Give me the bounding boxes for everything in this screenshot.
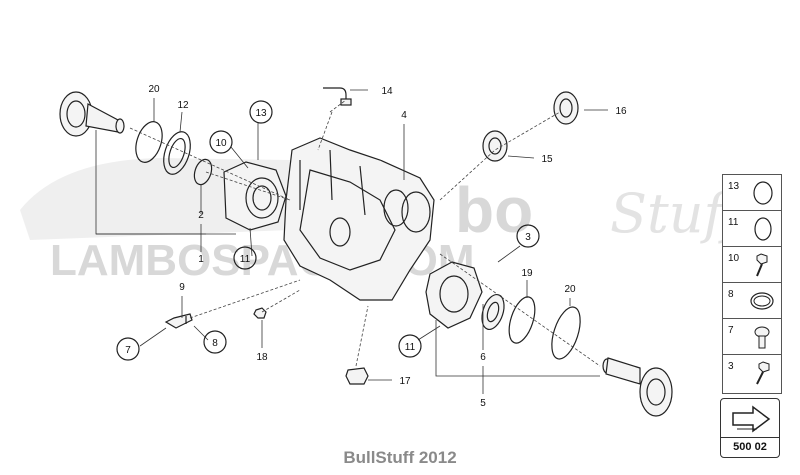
callout-1: 1 — [198, 254, 204, 265]
bolt-9 — [164, 313, 193, 329]
callout-12: 12 — [177, 100, 189, 111]
callout-10: 10 — [215, 138, 227, 149]
legend-label: 8 — [728, 289, 734, 300]
legend-label: 3 — [728, 361, 734, 372]
callout-19: 19 — [521, 268, 533, 279]
callout-17: 17 — [399, 376, 411, 387]
right-output-flange — [602, 357, 673, 417]
right-bearing-housing — [425, 261, 483, 329]
legend-item: 11 — [723, 211, 781, 247]
callout-16: 16 — [615, 106, 627, 117]
callout-18: 18 — [256, 352, 268, 363]
bolt-icon — [756, 361, 770, 385]
hose-clamp-icon — [750, 292, 774, 310]
reference-arrow-icon — [732, 405, 771, 433]
callout-14: 14 — [381, 86, 393, 97]
callout-20-right: 20 — [564, 284, 576, 295]
legend-item: 8 — [723, 283, 781, 319]
callout-15: 15 — [541, 154, 553, 165]
legend-item: 3 — [723, 355, 781, 391]
left-output-flange — [59, 91, 125, 137]
left-rings — [135, 121, 213, 186]
legend-label: 7 — [728, 325, 734, 336]
callout-11-left: 11 — [240, 254, 251, 265]
callouts: 1 2 3 4 5 6 7 8 9 10 11 11 12 13 14 15 1… — [116, 84, 627, 409]
callout-20-left: 20 — [148, 84, 160, 95]
callout-7: 7 — [125, 345, 131, 356]
plug-18 — [253, 307, 267, 319]
legend-label: 11 — [728, 217, 739, 228]
right-seals — [482, 91, 579, 162]
legend-item: 10 — [723, 247, 781, 283]
callout-9: 9 — [179, 282, 185, 293]
right-rings — [481, 294, 581, 360]
o-ring-icon — [754, 217, 772, 241]
legend-item: 7 — [723, 319, 781, 355]
footer-credit: BullStuff 2012 — [343, 448, 457, 467]
o-ring-icon — [753, 181, 773, 205]
reference-box: 500 02 — [720, 398, 780, 458]
leader-lines — [95, 89, 608, 394]
drain-plug-17 — [345, 367, 369, 385]
callout-2: 2 — [198, 210, 204, 221]
vent-pipe — [323, 87, 352, 106]
callout-8: 8 — [212, 338, 218, 349]
callout-3: 3 — [525, 232, 531, 243]
legend-item: 13 — [723, 175, 781, 211]
callout-11-right: 11 — [405, 342, 416, 353]
callout-5: 5 — [480, 398, 486, 409]
parts-legend: 13 11 10 8 7 3 — [722, 174, 782, 394]
bolt-icon — [756, 253, 768, 277]
legend-label: 13 — [728, 181, 740, 192]
callout-6: 6 — [480, 352, 486, 363]
watermark-bold: bo — [455, 174, 533, 246]
differential-housing — [283, 137, 435, 301]
callout-4: 4 — [401, 110, 407, 121]
legend-label: 10 — [728, 253, 740, 264]
callout-13: 13 — [255, 108, 267, 119]
left-bearing-housing — [223, 161, 287, 231]
reference-code: 500 02 — [721, 437, 779, 453]
flange-bolt-icon — [754, 326, 770, 349]
